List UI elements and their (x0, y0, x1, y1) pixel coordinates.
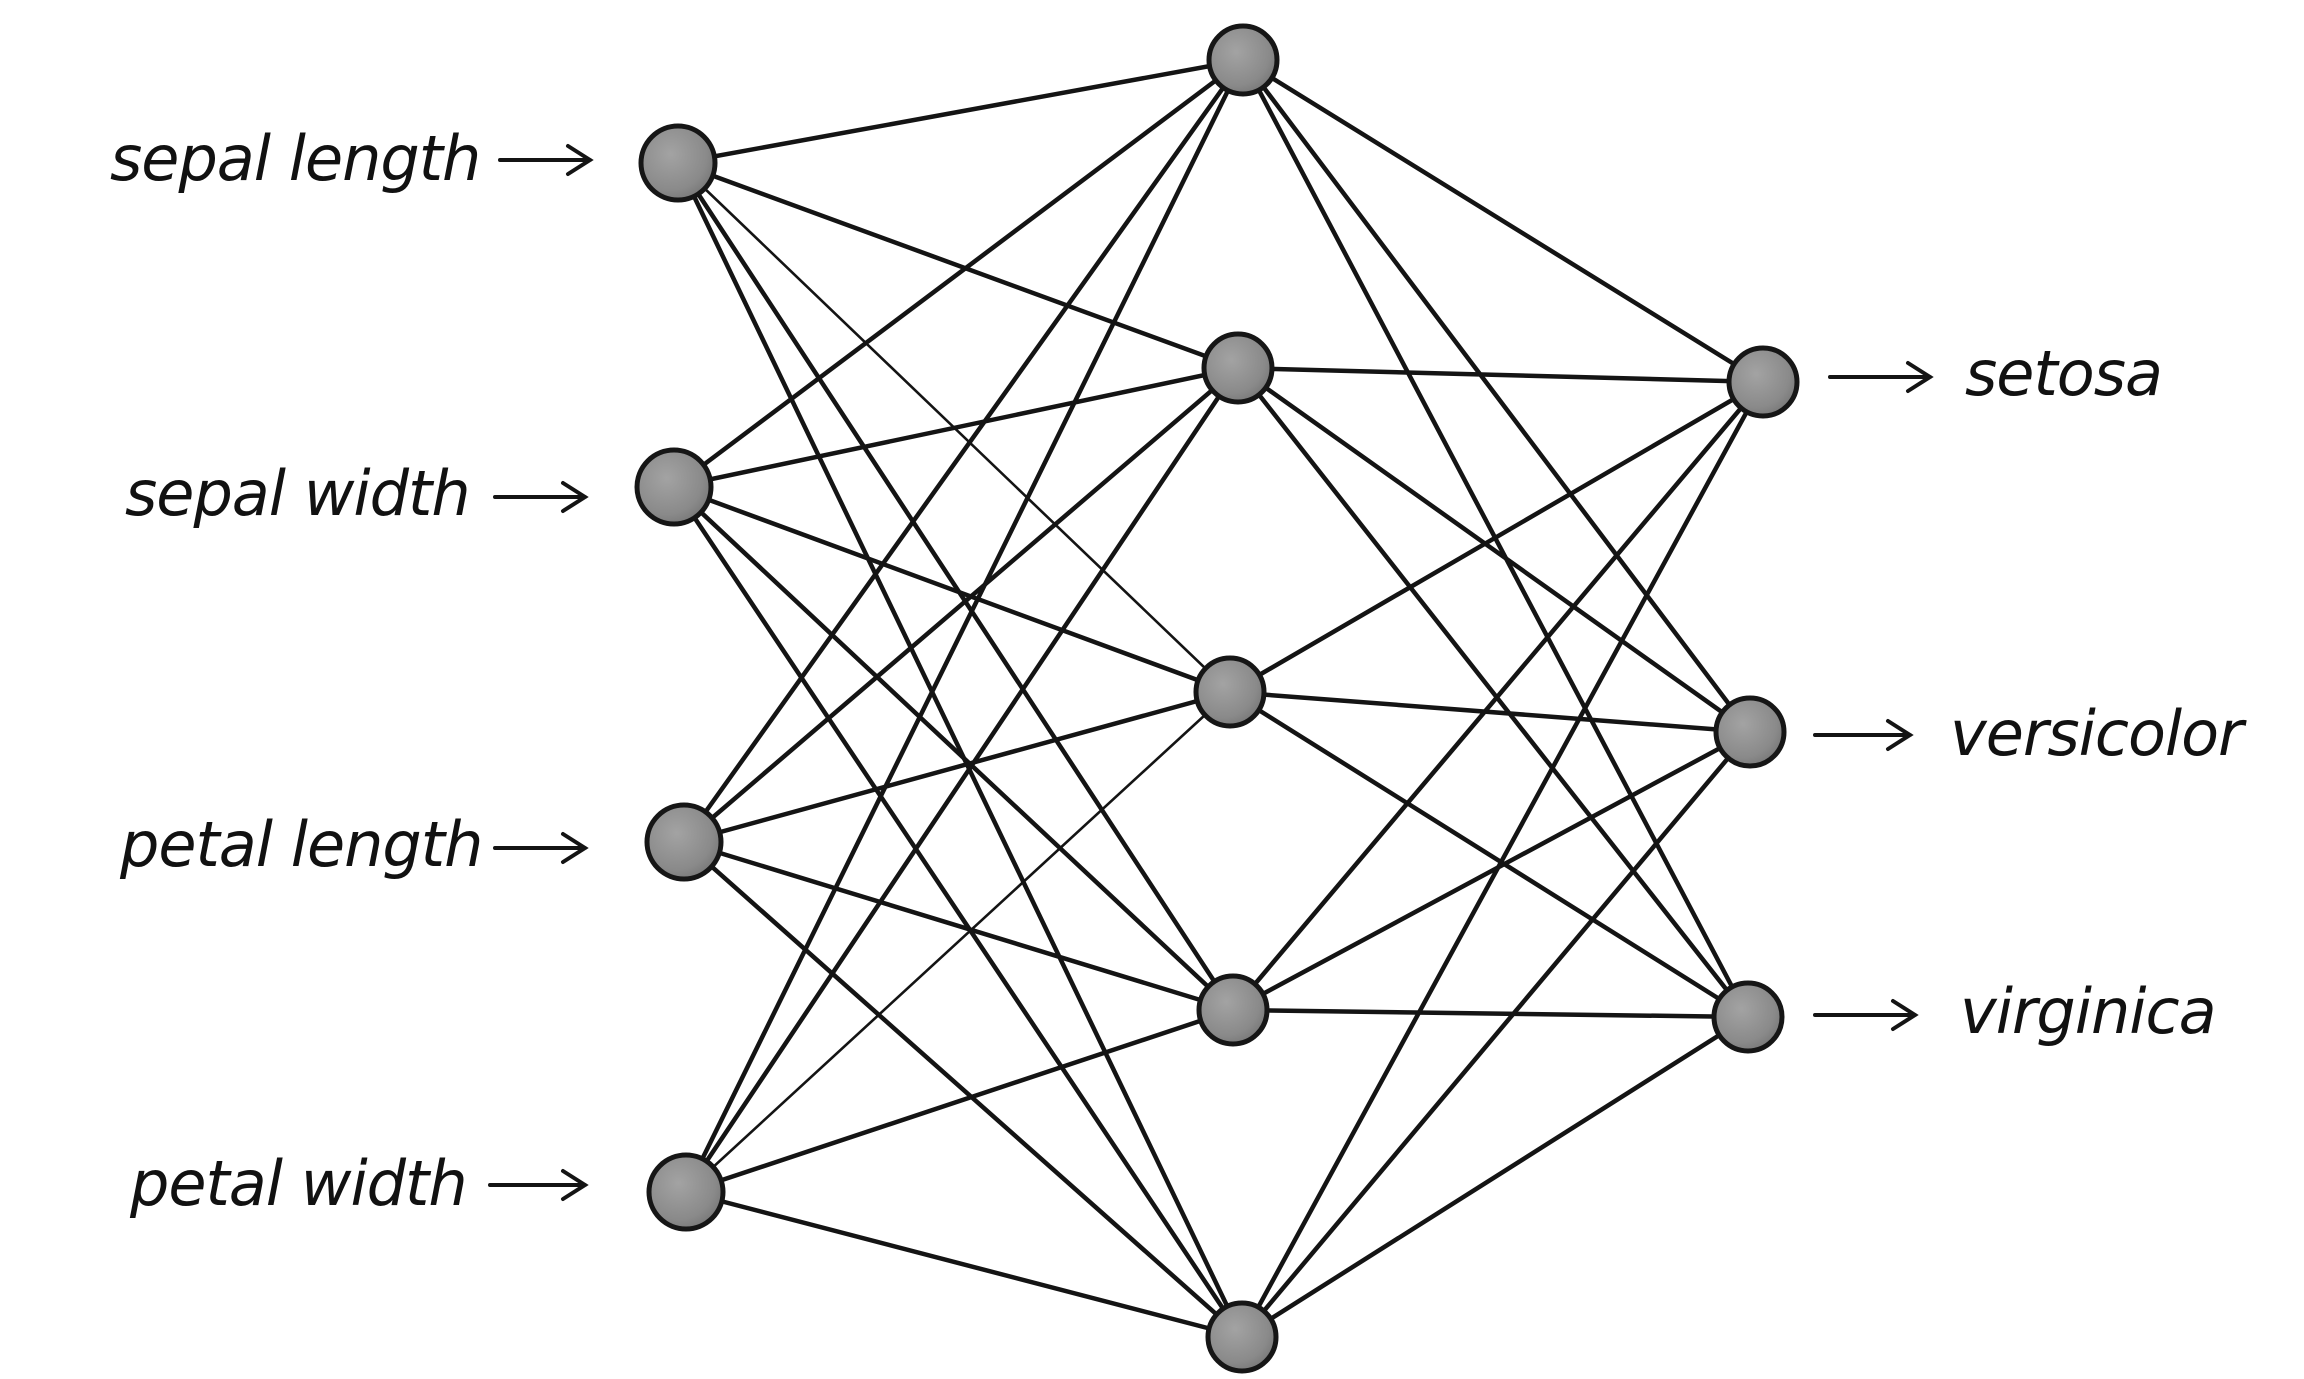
edge-h1-o1 (1235, 365, 1753, 735)
edge-i2-h1 (681, 365, 1241, 845)
hidden-neuron-3 (1193, 655, 1267, 729)
edge-h3-o2 (1230, 1007, 1751, 1020)
edge-h3-o0 (1230, 379, 1766, 1013)
edge-i2-h2 (681, 689, 1233, 845)
output-label-virginica: virginica (1960, 975, 2216, 1048)
edge-h4-o1 (1239, 729, 1753, 1340)
input-arrows (488, 144, 594, 1201)
edge-i3-h4 (683, 1189, 1245, 1340)
edge-i2-h3 (681, 839, 1236, 1013)
input-arrow-petal-width (488, 1169, 589, 1201)
edge-h0-o1 (1240, 57, 1753, 735)
edge-i3-h1 (683, 365, 1241, 1195)
output-neuron-1 (1726, 345, 1800, 419)
input-neuron-4 (646, 1152, 726, 1232)
edge-i1-h1 (671, 365, 1241, 490)
edge-i1-h3 (671, 484, 1236, 1013)
output-label-setosa: setosa (1965, 337, 2162, 410)
input-label-petal-width: petal width (129, 1147, 467, 1220)
output-arrow-versicolor (1813, 719, 1914, 751)
edge-h1-o0 (1235, 365, 1766, 385)
input-label-petal-length: petal length (119, 808, 482, 881)
edge-h4-o0 (1239, 379, 1766, 1340)
output-arrows (1813, 361, 1934, 1031)
input-label-group: sepal length sepal width petal length pe… (110, 122, 483, 1220)
hidden-neuron-1 (1206, 23, 1280, 97)
input-label-sepal-width: sepal width (125, 457, 470, 530)
input-neuron-1 (638, 123, 718, 203)
edge-h4-o2 (1239, 1014, 1751, 1340)
edge-i0-h4 (675, 160, 1245, 1340)
connections (671, 57, 1766, 1340)
input-arrow-sepal-length (498, 144, 594, 176)
edge-h2-o2 (1227, 689, 1751, 1020)
output-label-versicolor: versicolor (1950, 697, 2247, 770)
edge-i3-h0 (683, 57, 1246, 1195)
edge-i1-h4 (671, 484, 1245, 1340)
output-arrow-setosa (1828, 361, 1934, 393)
hidden-neuron-5 (1205, 1300, 1279, 1374)
hidden-neuron-2 (1201, 331, 1275, 405)
edge-i0-h0 (675, 57, 1246, 166)
edge-i2-h0 (681, 57, 1246, 845)
input-label-sepal-length: sepal length (110, 122, 480, 195)
output-arrow-virginica (1813, 999, 1919, 1031)
edge-h3-o1 (1230, 729, 1753, 1013)
edge-i3-h2 (684, 690, 1232, 1194)
edge-i0-h1 (675, 160, 1241, 371)
input-arrow-petal-length (493, 832, 589, 864)
neurons (634, 23, 1800, 1374)
edge-h2-o0 (1227, 379, 1766, 695)
edge-h1-o2 (1235, 365, 1751, 1020)
output-neuron-3 (1711, 980, 1785, 1054)
input-neuron-2 (634, 447, 714, 527)
hidden-neuron-4 (1196, 973, 1270, 1047)
edge-i0-h3 (675, 160, 1236, 1013)
input-arrow-sepal-width (493, 481, 589, 513)
output-neuron-2 (1713, 695, 1787, 769)
edge-i2-h4 (681, 839, 1245, 1340)
edge-h0-o0 (1240, 57, 1766, 385)
input-neuron-3 (644, 802, 724, 882)
edge-i1-h0 (671, 57, 1246, 490)
edge-h2-o1 (1227, 689, 1753, 735)
edge-i3-h3 (683, 1007, 1236, 1195)
output-label-group: setosa versicolor virginica (1950, 337, 2248, 1048)
edge-i1-h2 (671, 484, 1233, 695)
